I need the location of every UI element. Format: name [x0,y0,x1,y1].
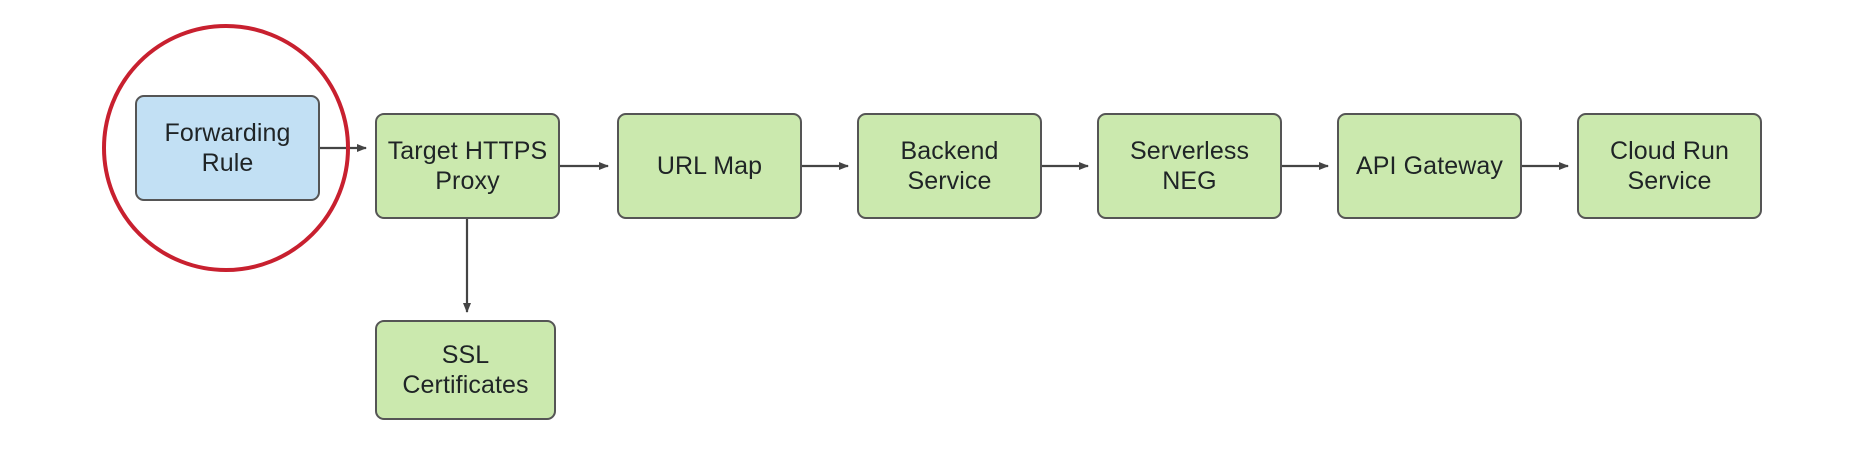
node-api-gateway[interactable]: API Gateway [1337,113,1522,219]
node-cloud-run-service[interactable]: Cloud Run Service [1577,113,1762,219]
node-forwarding-rule[interactable]: Forwarding Rule [135,95,320,201]
node-api-gateway-label: API Gateway [1356,151,1503,180]
node-url-map[interactable]: URL Map [617,113,802,219]
node-serverless-neg[interactable]: Serverless NEG [1097,113,1282,219]
node-ssl-certificates[interactable]: SSL Certificates [375,320,556,420]
node-target-https-proxy-label: Target HTTPS Proxy [387,136,548,196]
node-forwarding-rule-label: Forwarding Rule [164,118,291,178]
node-backend-service-label: Backend Service [900,136,999,196]
node-target-https-proxy[interactable]: Target HTTPS Proxy [375,113,560,219]
node-url-map-label: URL Map [656,151,763,180]
node-ssl-certificates-label: SSL Certificates [402,340,529,400]
highlight-circle-annotation [102,24,350,272]
node-backend-service[interactable]: Backend Service [857,113,1042,219]
node-cloud-run-service-label: Cloud Run Service [1609,136,1730,196]
node-serverless-neg-label: Serverless NEG [1129,136,1250,196]
